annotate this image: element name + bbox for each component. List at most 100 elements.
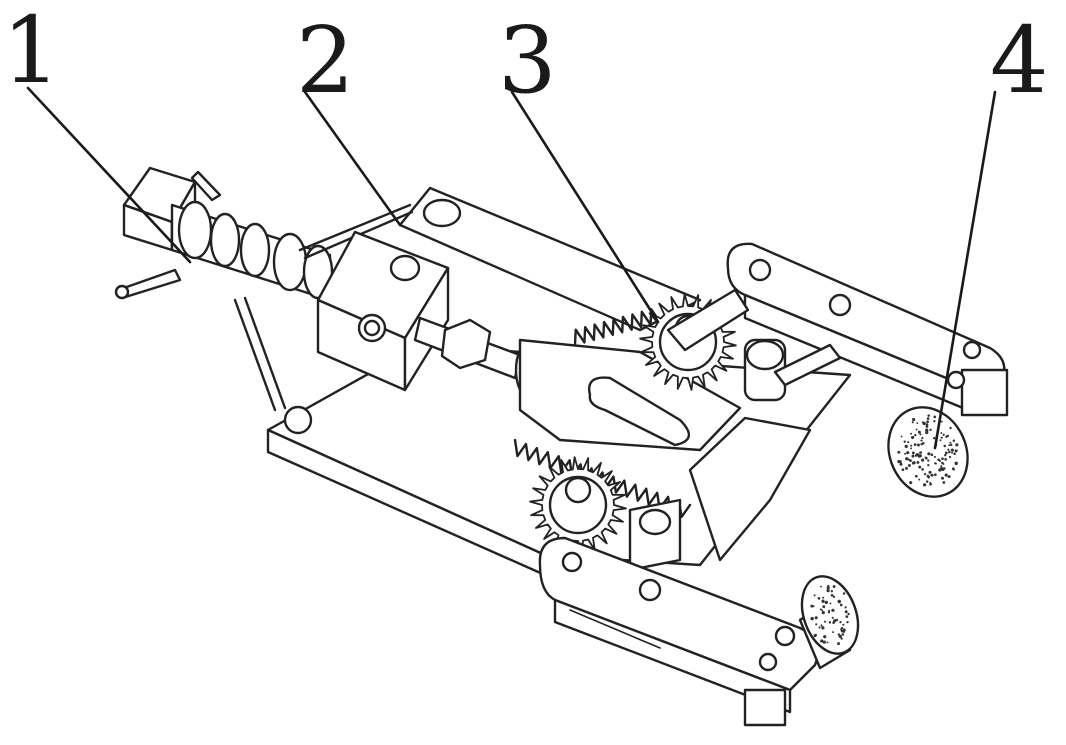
speckle-dot <box>831 608 835 612</box>
speckle-dot <box>939 439 942 442</box>
speckle-dot <box>925 423 929 426</box>
speckle-dot <box>909 481 913 485</box>
speckle-dot <box>911 451 915 455</box>
speckle-dot <box>942 462 945 465</box>
speckle-dot <box>929 428 932 431</box>
speckle-dot <box>820 624 823 627</box>
speckle-dot <box>915 428 918 431</box>
speckle-dot <box>906 451 910 455</box>
label-2: 2 <box>296 7 355 114</box>
speckle-dot <box>833 619 837 623</box>
speckle-dot <box>929 483 932 486</box>
speckle-dot <box>907 464 911 467</box>
speckle-dot <box>822 640 826 644</box>
speckle-dot <box>954 449 958 453</box>
speckle-dot <box>819 608 822 611</box>
speckle-dot <box>925 425 929 428</box>
label-4: 4 <box>990 7 1049 114</box>
speckle-dot <box>946 434 950 438</box>
speckle-dot <box>814 616 818 620</box>
speckle-dot <box>821 610 825 615</box>
speckle-dot <box>942 481 946 484</box>
speckle-dot <box>821 626 825 630</box>
callout-1: 3 <box>498 7 660 324</box>
speckle-dot <box>949 441 952 444</box>
speckle-dot <box>944 454 947 457</box>
speckle-dot <box>938 468 942 472</box>
speckle-dot <box>813 594 816 597</box>
speckle-dot <box>925 428 929 432</box>
speckle-dot <box>840 626 844 630</box>
callout-2: 2 <box>296 7 402 227</box>
speckle-dot <box>940 432 943 435</box>
speckle-dot <box>926 474 930 478</box>
speckle-dot <box>916 443 920 447</box>
speckle-dot <box>907 441 910 444</box>
speckle-dot <box>839 620 842 624</box>
speckle-dot <box>818 626 821 629</box>
speckle-dot <box>830 590 834 593</box>
upper-rack-teeth <box>573 308 662 347</box>
leader-line-4 <box>933 90 997 450</box>
speckle-dot <box>952 439 956 442</box>
speckle-dot <box>823 620 827 623</box>
speckle-dot <box>920 439 923 442</box>
speckle-dot <box>934 462 937 465</box>
callout-3: 1 <box>2 0 192 264</box>
speckle-dot <box>826 586 830 590</box>
speckle-dot <box>837 633 840 636</box>
speckle-dot <box>899 462 903 466</box>
leader-line-3 <box>26 86 192 264</box>
speckle-dot <box>947 448 950 451</box>
speckle-dot <box>911 461 915 465</box>
speckle-dot <box>813 634 817 638</box>
speckle-dot <box>904 444 908 449</box>
speckle-dot <box>933 436 936 440</box>
speckle-dot <box>901 468 905 472</box>
speckle-dot <box>821 609 824 612</box>
speckle-dot <box>826 641 829 644</box>
speckle-dot <box>919 433 922 436</box>
speckle-dot <box>954 461 958 466</box>
speckle-dot <box>832 631 834 634</box>
rack-teeth <box>573 308 662 347</box>
speckle-dot <box>922 421 926 426</box>
speckle-dot <box>823 635 827 639</box>
speckle-dot <box>916 460 920 464</box>
speckle-dot <box>933 415 937 419</box>
callout-4: 4 <box>933 7 1049 450</box>
lower-gear <box>529 456 627 554</box>
speckle-dot <box>921 437 924 440</box>
speckle-dot <box>846 621 849 624</box>
speckle-dot <box>943 444 947 448</box>
speckle-dot <box>828 621 832 624</box>
upper-swing-arm <box>666 242 1009 417</box>
speckle-dot <box>822 596 825 599</box>
speckle-dot <box>914 474 918 478</box>
speckle-dot <box>841 633 845 636</box>
speckle-dot <box>847 612 850 616</box>
speckle-dot <box>921 458 925 462</box>
speckle-dot <box>916 422 919 425</box>
speckle-dot <box>944 451 948 455</box>
speckle-dot <box>837 599 841 604</box>
speckle-dot <box>911 421 914 424</box>
speckle-dot <box>911 454 915 458</box>
speckle-dot <box>842 628 846 632</box>
speckle-dot <box>820 585 822 588</box>
speckle-dot <box>953 452 956 456</box>
speckle-dot <box>920 442 923 446</box>
speckle-dot <box>832 595 836 598</box>
speckle-dot <box>912 436 915 439</box>
speckle-dot <box>815 623 818 626</box>
speckle-dot <box>835 618 839 622</box>
speckle-dot <box>950 443 953 447</box>
speckle-dot <box>842 623 845 626</box>
speckle-dot <box>944 473 948 477</box>
speckle-dot <box>910 432 913 435</box>
speckle-dot <box>844 610 848 614</box>
speckle-dot <box>832 585 836 588</box>
speckle-dot <box>933 455 936 458</box>
speckle-dot <box>918 454 922 458</box>
